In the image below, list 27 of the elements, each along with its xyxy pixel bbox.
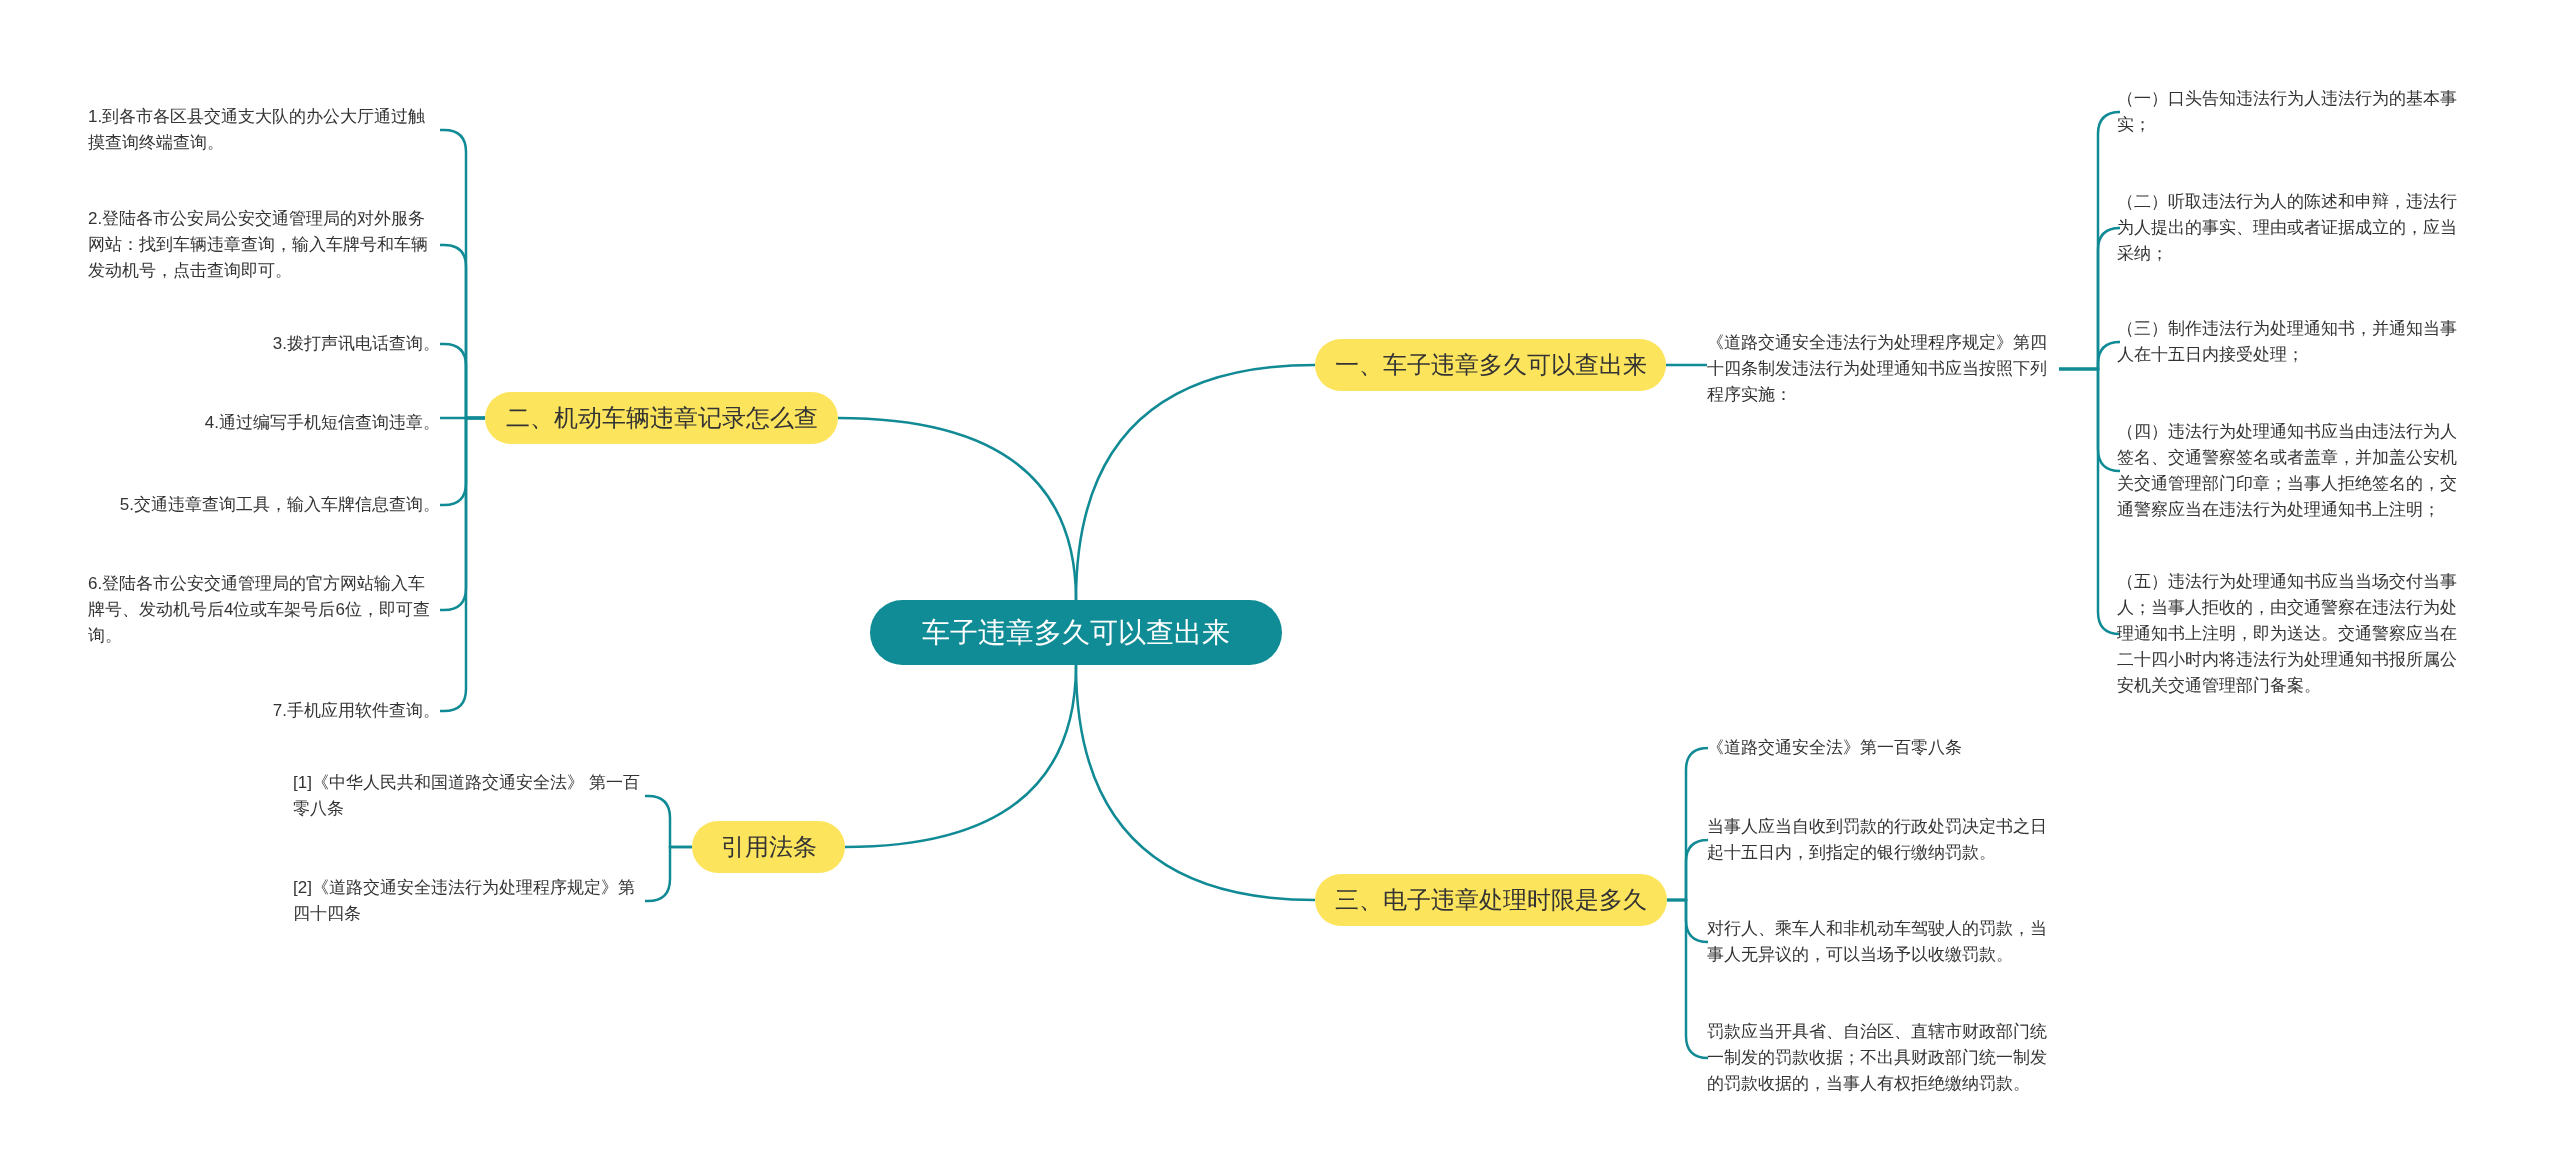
note-text: 《道路交通安全违法行为处理程序规定》第四十四条制发违法行为处理通知书应当按照下列程序实施： bbox=[1707, 330, 2059, 408]
subtopic-pill: 二、机动车辆违章记录怎么查 bbox=[485, 392, 838, 444]
note-text: 《道路交通安全法》第一百零八条 bbox=[1707, 735, 1962, 761]
note-text: [2]《道路交通安全违法行为处理程序规定》第四十四条 bbox=[293, 875, 645, 927]
subtopic-pill: 引用法条 bbox=[692, 821, 845, 873]
subtopic-pill: 三、电子违章处理时限是多久 bbox=[1315, 874, 1667, 926]
note-text: 1.到各市各区县交通支大队的办公大厅通过触摸查询终端查询。 bbox=[88, 104, 440, 156]
note-text: （四）违法行为处理通知书应当由违法行为人签名、交通警察签名或者盖章，并加盖公安机关交通管理部门印章；当事人拒绝签名的，交通警察应当在违法行为处理通知书上注明； bbox=[2117, 419, 2469, 523]
note-text: （三）制作违法行为处理通知书，并通知当事人在十五日内接受处理； bbox=[2117, 316, 2469, 368]
note-text: 2.登陆各市公安局公安交通管理局的对外服务网站：找到车辆违章查询，输入车牌号和车辆发动机号，点击查询即可。 bbox=[88, 206, 440, 284]
note-text: （二）听取违法行为人的陈述和申辩，违法行为人提出的事实、理由或者证据成立的，应当采纳； bbox=[2117, 189, 2469, 267]
note-text: [1]《中华人民共和国道路交通安全法》 第一百零八条 bbox=[293, 770, 645, 822]
connector-line bbox=[837, 416, 1078, 601]
note-text: 对行人、乘车人和非机动车驾驶人的罚款，当事人无异议的，可以当场予以收缴罚款。 bbox=[1707, 916, 2059, 968]
note-text: 3.拨打声讯电话查询。 bbox=[272, 331, 440, 357]
note-text: 罚款应当开具省、自治区、直辖市财政部门统一制发的罚款收据；不出具财政部门统一制发的罚款收据的，当事人有权拒绝缴纳罚款。 bbox=[1707, 1019, 2059, 1097]
note-text: （一）口头告知违法行为人违法行为的基本事实； bbox=[2117, 86, 2469, 138]
note-text: 6.登陆各市公安交通管理局的官方网站输入车牌号、发动机号后4位或车架号后6位，即可查询。 bbox=[88, 571, 440, 649]
note-text: 4.通过编写手机短信查询违章。 bbox=[204, 410, 440, 436]
subtopic-pill: 一、车子违章多久可以查出来 bbox=[1315, 339, 1666, 391]
note-text: 当事人应当自收到罚款的行政处罚决定书之日起十五日内，到指定的银行缴纳罚款。 bbox=[1707, 814, 2059, 866]
note-text: （五）违法行为处理通知书应当当场交付当事人；当事人拒收的，由交通警察在违法行为处理通知书上注明，即为送达。交通警察应当在二十四小时内将违法行为处理通知书报所属公安机关交通管理部门备案。 bbox=[2117, 569, 2469, 699]
note-text: 5.交通违章查询工具，输入车牌信息查询。 bbox=[119, 492, 440, 518]
central-topic: 车子违章多久可以查出来 bbox=[870, 600, 1282, 665]
connector-line bbox=[1074, 664, 1316, 902]
connector-line bbox=[1666, 363, 1707, 367]
note-text: 7.手机应用软件查询。 bbox=[272, 698, 440, 724]
